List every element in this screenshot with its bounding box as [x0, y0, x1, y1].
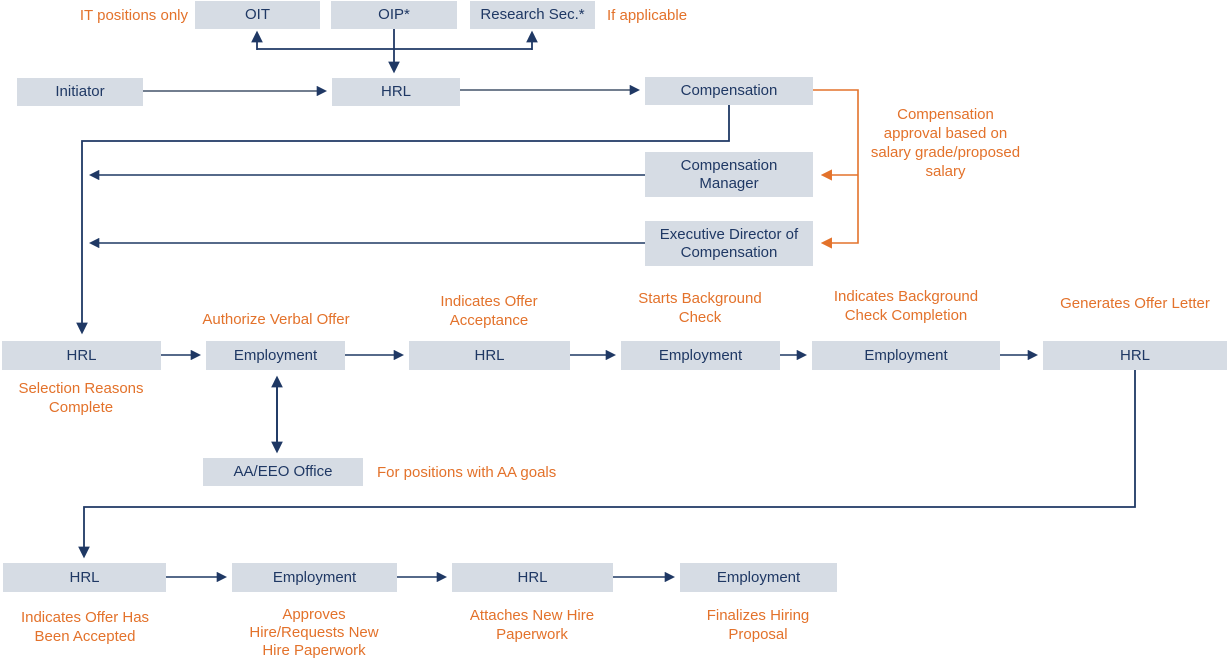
connector-compensation-to-hrl-mid [76, 105, 730, 335]
label-attaches-new-hire-paperwork: Attaches New Hire Paperwork [469, 607, 595, 643]
node-compensation-manager: Compensation Manager [645, 152, 813, 197]
node-oip: OIP* [331, 1, 457, 29]
node-hrl-offer-acceptance: HRL [409, 341, 570, 370]
node-employment-check-completion: Employment [812, 341, 1000, 370]
node-compensation: Compensation [645, 77, 813, 105]
node-oit: OIT [195, 1, 320, 29]
node-initiator: Initiator [17, 78, 143, 106]
label-for-positions-with-aa-goals: For positions with AA goals [377, 464, 557, 481]
label-indicates-offer-acceptance: Indicates Offer Acceptance [440, 293, 538, 329]
node-employment-approves-hire: Employment [232, 563, 397, 592]
connector-orange-to-exec-director [813, 89, 859, 249]
label-selection-reasons: Selection Reasons Complete [18, 380, 144, 416]
node-employment-starts-check: Employment [621, 341, 780, 370]
node-hrl-top: HRL [332, 78, 460, 106]
label-generates-offer-letter: Generates Offer Letter [1060, 295, 1210, 312]
node-hrl-offer-letter: HRL [1043, 341, 1227, 370]
label-if-applicable: If applicable [607, 7, 688, 24]
label-finalizes-hiring-proposal: Finalizes Hiring Proposal [706, 607, 810, 643]
label-comp-approval: Compensation approval based on salary gr… [870, 106, 1021, 180]
node-hrl-selection: HRL [2, 341, 161, 370]
label-indicates-background-check-completion: Indicates Background Check Completion [833, 288, 979, 324]
connector-hrl-offer-letter-to-bottom [78, 370, 1136, 559]
node-exec-director-compensation: Executive Director of Compensation [645, 221, 813, 266]
label-starts-background-check: Starts Background Check [638, 290, 762, 326]
node-hrl-offer-accepted: HRL [3, 563, 166, 592]
node-employment-finalizes: Employment [680, 563, 837, 592]
node-research-sec: Research Sec.* [470, 1, 595, 29]
node-employment-verbal-offer: Employment [206, 341, 345, 370]
node-hrl-attaches-paperwork: HRL [452, 563, 613, 592]
label-it-positions-only: IT positions only [79, 7, 188, 24]
label-indicates-offer-has-been-accepted: Indicates Offer Has Been Accepted [20, 609, 150, 645]
label-approves-hire: Approves Hire/Requests New Hire Paperwor… [249, 606, 379, 659]
label-authorize-verbal-offer: Authorize Verbal Offer [202, 311, 350, 328]
node-aa-eeo-office: AA/EEO Office [203, 458, 363, 486]
